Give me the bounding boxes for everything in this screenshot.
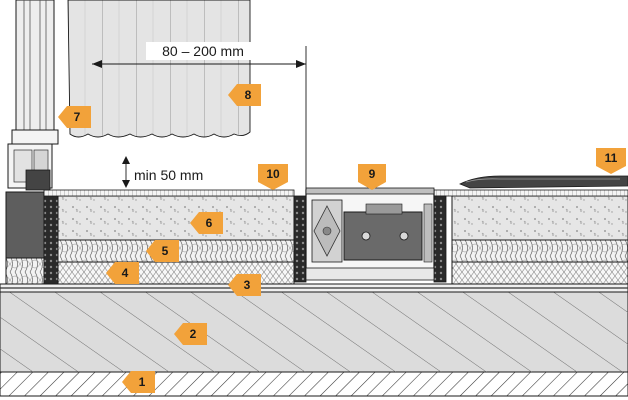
window-sash-profile xyxy=(11,129,59,145)
callout-tag-4-shape xyxy=(106,262,139,284)
trench-right-edge-strip xyxy=(433,195,447,283)
layer-10-covering-right xyxy=(433,189,628,197)
layer-2-concrete-hatch xyxy=(0,292,628,372)
callout-tag-2-shape xyxy=(174,323,207,345)
callout-tag-10: 10 xyxy=(258,164,288,190)
curtain-body xyxy=(67,0,251,138)
callout-tag-10-number: 10 xyxy=(266,167,280,181)
curtain xyxy=(67,0,251,138)
layer-6-screed-left xyxy=(57,195,295,241)
callout-tag-1-shape xyxy=(122,371,155,393)
callout-tag-4: 4 xyxy=(106,262,139,284)
callout-tag-6-number: 6 xyxy=(206,216,213,230)
trench-heat-exchanger xyxy=(343,211,423,261)
callout-tag-7: 7 xyxy=(58,106,91,128)
layer-6-screed-right xyxy=(451,195,628,241)
window-glass xyxy=(15,0,55,133)
trench-fan-hub xyxy=(322,226,332,236)
layer-10-covering-left xyxy=(43,189,295,197)
dim-arrow-right xyxy=(296,60,306,68)
callout-tag-1: 1 xyxy=(122,371,155,393)
callout-tag-6-shape xyxy=(190,212,223,234)
dim-arrow-up xyxy=(122,156,130,164)
callout-tag-8-shape xyxy=(228,84,261,106)
dim-arrow-left xyxy=(92,60,102,68)
callout-tag-8-number: 8 xyxy=(245,88,252,102)
callout-tag-2: 2 xyxy=(174,323,207,345)
dimension-min-50: min 50 mm xyxy=(122,156,203,188)
window-frame xyxy=(7,0,59,191)
callout-tag-3-number: 3 xyxy=(244,278,251,292)
dim-width-label: 80 – 200 mm xyxy=(162,43,244,59)
layer-1-base xyxy=(0,371,628,397)
callout-tag-11-shape xyxy=(596,148,626,174)
trench-grille xyxy=(305,187,435,195)
callout-tag-5-number: 5 xyxy=(162,244,169,258)
callout-tag-6: 6 xyxy=(190,212,223,234)
callout-tag-7-number: 7 xyxy=(74,110,81,124)
callout-tag-9-shape xyxy=(358,164,386,190)
window-sill-piece xyxy=(25,169,51,191)
callout-tag-11: 11 xyxy=(596,148,626,174)
trench-pipe-2 xyxy=(399,231,409,241)
callout-tag-2-number: 2 xyxy=(190,327,197,341)
callout-tag-1-number: 1 xyxy=(139,375,146,389)
dim-min-label: min 50 mm xyxy=(134,167,203,183)
layer-4-impact-right xyxy=(451,261,628,285)
callout-tag-7-shape xyxy=(58,106,91,128)
callout-tag-9-number: 9 xyxy=(369,167,376,181)
trench-heater xyxy=(293,187,447,283)
layer-5-thermal-right xyxy=(451,239,628,263)
connection-pipes xyxy=(459,175,628,189)
trench-side-bracket xyxy=(423,203,433,263)
callout-tag-9: 9 xyxy=(358,164,386,190)
callout-tag-3-shape xyxy=(228,274,261,296)
trench-bottom xyxy=(305,267,435,281)
callout-tag-10-shape xyxy=(258,164,288,190)
dimension-80-200: 80 – 200 mm xyxy=(92,42,307,190)
callout-tag-11-number: 11 xyxy=(605,151,618,165)
callout-tag-4-number: 4 xyxy=(122,266,129,280)
connection-pipes-highlight xyxy=(465,178,620,183)
callout-tag-3: 3 xyxy=(228,274,261,296)
left-wall-block xyxy=(5,191,45,259)
callout-tag-8: 8 xyxy=(228,84,261,106)
callout-tag-5: 5 xyxy=(146,240,179,262)
dim-label-bg xyxy=(146,42,260,60)
left-wall-insulation xyxy=(5,257,45,285)
callout-tag-5-shape xyxy=(146,240,179,262)
trench-exchanger-top xyxy=(365,203,403,215)
trench-left-edge-strip xyxy=(293,195,307,283)
dim-arrow-down xyxy=(122,180,130,188)
left-wall-strip xyxy=(43,191,59,285)
trench-pipe-1 xyxy=(361,231,371,241)
